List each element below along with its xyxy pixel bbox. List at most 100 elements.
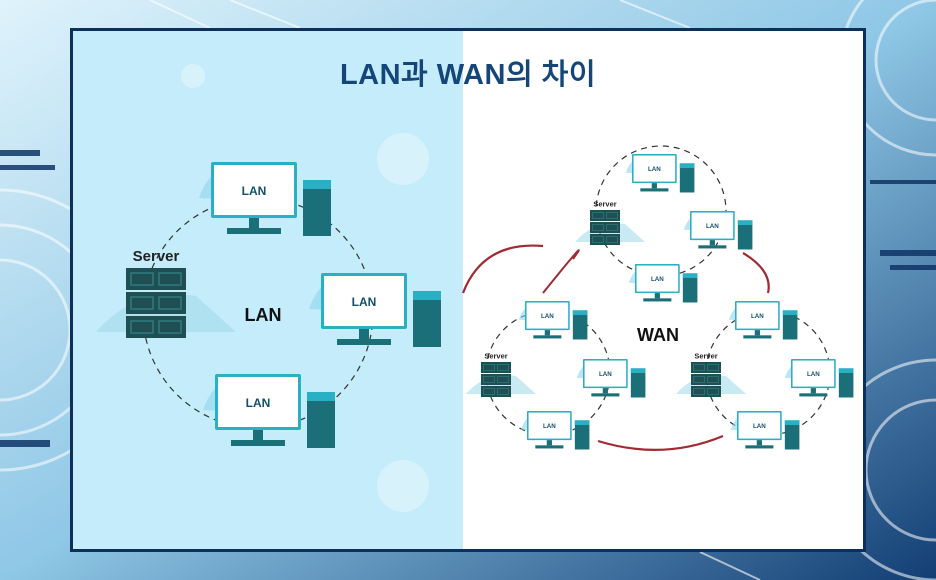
monitor-stand	[359, 329, 369, 339]
monitor-base	[643, 298, 672, 302]
server-panel	[693, 376, 705, 383]
server-unit	[691, 362, 721, 373]
tower-body	[782, 310, 798, 340]
server-label: Server	[484, 352, 507, 361]
server-label: Server	[694, 352, 717, 361]
monitor-screen	[633, 155, 676, 182]
wan-link	[542, 249, 580, 294]
monitor-base	[591, 393, 620, 397]
monitor-stand	[249, 218, 259, 228]
monitor-stand	[810, 388, 816, 394]
server-unit	[481, 374, 511, 385]
monitor-base	[227, 228, 281, 234]
server-unit	[691, 374, 721, 385]
server-panel	[707, 388, 719, 395]
tower-top	[307, 392, 335, 401]
computer-label: LAN	[541, 313, 554, 320]
tower-body	[679, 163, 695, 193]
monitor-screen	[218, 377, 298, 427]
server-panel	[130, 272, 154, 286]
computer-icon: LAN	[628, 264, 698, 303]
computer-label: LAN	[651, 276, 664, 283]
server-panel	[606, 224, 618, 231]
monitor-screen	[324, 276, 404, 326]
tower-top	[838, 368, 854, 374]
server-panel	[693, 364, 705, 371]
tower-body	[838, 368, 854, 398]
server-unit	[590, 210, 620, 221]
monitor-screen	[214, 165, 294, 215]
server-panel	[592, 224, 604, 231]
monitor-base	[535, 445, 564, 449]
monitor-base	[231, 440, 285, 446]
decorative-bubble	[517, 485, 549, 517]
decorative-bubble	[795, 471, 855, 531]
tower-top	[682, 273, 698, 279]
computer-icon: LAN	[518, 301, 588, 340]
server-panel	[158, 296, 182, 310]
tower-top	[572, 310, 588, 316]
monitor-stand	[253, 430, 263, 440]
monitor-screen	[636, 265, 679, 292]
computer-icon: LAN	[683, 211, 753, 250]
server-unit	[590, 234, 620, 245]
wan-link	[597, 434, 724, 451]
monitor-screen	[528, 412, 571, 439]
server-panel	[592, 212, 604, 219]
tower-body	[630, 368, 646, 398]
server-unit	[481, 386, 511, 397]
monitor-stand	[756, 440, 762, 446]
computer-icon: LAN	[520, 411, 590, 450]
computer-label: LAN	[599, 371, 612, 378]
monitor-screen	[584, 360, 627, 387]
computer-icon: LAN	[728, 301, 798, 340]
server-label: Server	[133, 248, 180, 265]
computer-label: LAN	[352, 295, 377, 309]
computer-icon: LAN	[203, 374, 335, 448]
server-panel	[707, 364, 719, 371]
lan-wan-diagram: ServerLANLANLANLANServerLANLANLANServerL…	[96, 64, 855, 531]
server-panel	[497, 364, 509, 371]
server-panel	[592, 236, 604, 243]
computer-label: LAN	[543, 423, 556, 430]
tower-body	[784, 420, 800, 450]
server-panel	[693, 388, 705, 395]
server-unit	[126, 292, 186, 314]
server-panel	[606, 236, 618, 243]
tower-body	[682, 273, 698, 303]
tower-body	[413, 291, 441, 347]
computer-label: LAN	[242, 184, 267, 198]
tower-body	[307, 392, 335, 448]
computer-icon: LAN	[730, 411, 800, 450]
server-panel	[497, 376, 509, 383]
decorative-bubble	[181, 64, 205, 88]
server-unit	[590, 222, 620, 233]
tower-top	[784, 420, 800, 426]
server-icon: Server	[96, 248, 236, 338]
tower-top	[679, 163, 695, 169]
server-icon: Server	[575, 200, 645, 245]
server-panel	[130, 296, 154, 310]
server-panel	[606, 212, 618, 219]
computer-icon: LAN	[625, 154, 695, 193]
decorative-bubble	[377, 133, 429, 185]
decorative-bubble	[778, 171, 798, 191]
computer-icon: LAN	[784, 359, 854, 398]
wan-center-label: WAN	[637, 325, 679, 345]
tower-body	[572, 310, 588, 340]
server-panel	[483, 364, 495, 371]
monitor-stand	[754, 330, 760, 336]
server-unit	[691, 386, 721, 397]
computer-label: LAN	[751, 313, 764, 320]
monitor-base	[337, 339, 391, 345]
monitor-base	[799, 393, 828, 397]
server-unit	[481, 362, 511, 373]
server-panel	[158, 320, 182, 334]
monitor-base	[640, 188, 669, 192]
monitor-stand	[651, 183, 657, 189]
monitor-base	[698, 245, 727, 249]
decorative-bubble	[377, 460, 429, 512]
computer-icon: LAN	[309, 273, 441, 347]
tower-body	[574, 420, 590, 450]
decorative-bubble	[603, 281, 663, 341]
